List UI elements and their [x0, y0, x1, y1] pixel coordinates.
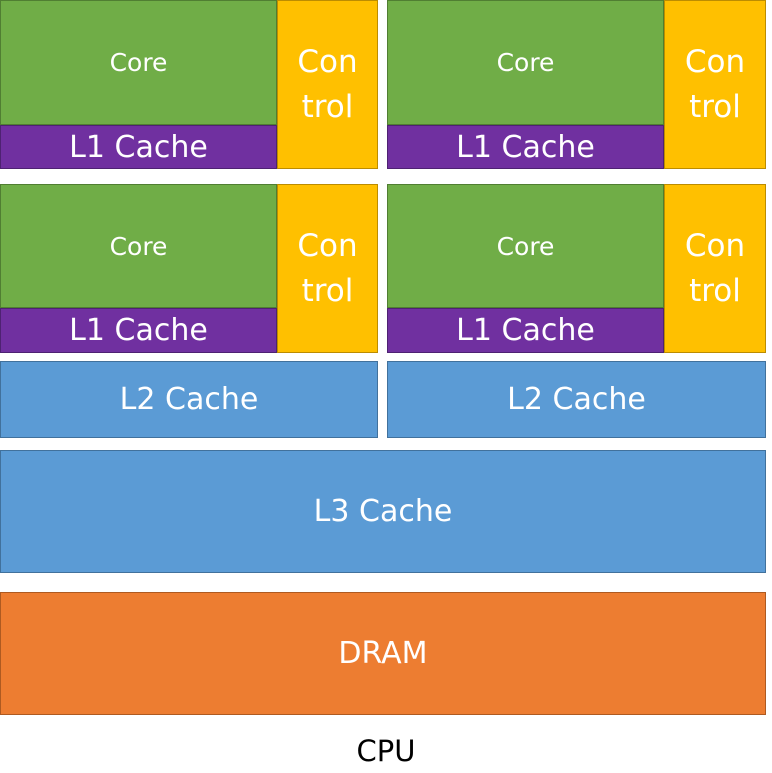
core-label: Core [109, 48, 168, 77]
control-label: Con trol [685, 40, 745, 130]
control-label-line2: trol [689, 88, 741, 125]
control-label-line1: Con [684, 227, 746, 264]
l1-cache-block-3: L1 Cache [0, 308, 277, 353]
control-label-line2: trol [301, 88, 354, 125]
l1-cache-label: L1 Cache [69, 129, 208, 165]
control-label-line2: trol [689, 272, 741, 309]
l1-cache-block-2: L1 Cache [387, 125, 664, 169]
l1-cache-block-4: L1 Cache [387, 308, 664, 353]
control-label: Con trol [685, 224, 745, 314]
l2-cache-label: L2 Cache [119, 382, 259, 417]
cpu-caption-text: CPU [356, 733, 416, 768]
core-block-2: Core [387, 0, 664, 125]
core-block-4: Core [387, 184, 664, 308]
dram-label: DRAM [338, 636, 428, 671]
control-label-line1: Con [297, 227, 358, 264]
control-block-1: Con trol [277, 0, 378, 169]
l1-cache-label: L1 Cache [456, 313, 595, 348]
cpu-caption: CPU [0, 728, 772, 773]
core-label: Core [496, 48, 555, 77]
l2-cache-block-left: L2 Cache [0, 361, 378, 438]
control-label-line1: Con [684, 43, 746, 80]
control-block-3: Con trol [277, 184, 378, 353]
control-label: Con trol [297, 40, 357, 130]
control-label-line2: trol [301, 272, 354, 309]
control-block-4: Con trol [664, 184, 766, 353]
control-label: Con trol [297, 224, 357, 314]
core-block-1: Core [0, 0, 277, 125]
l1-cache-block-1: L1 Cache [0, 125, 277, 169]
core-block-3: Core [0, 184, 277, 308]
l3-cache-block: L3 Cache [0, 450, 766, 573]
control-block-2: Con trol [664, 0, 766, 169]
core-label: Core [109, 231, 168, 261]
l1-cache-label: L1 Cache [456, 129, 595, 165]
control-label-line1: Con [297, 43, 358, 80]
dram-block: DRAM [0, 592, 766, 715]
l1-cache-label: L1 Cache [69, 313, 208, 348]
l2-cache-label: L2 Cache [507, 382, 646, 417]
l2-cache-block-right: L2 Cache [387, 361, 766, 438]
l3-cache-label: L3 Cache [313, 494, 453, 529]
core-label: Core [496, 231, 555, 261]
